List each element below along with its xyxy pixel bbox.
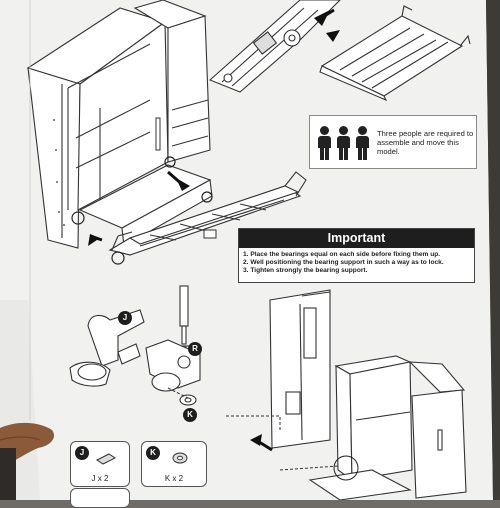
cabinet-drawing: [26, 0, 213, 249]
label-j-badge: J: [118, 311, 132, 325]
part-next-box: [70, 488, 130, 508]
part-k-box: K K x 2: [141, 441, 207, 487]
important-box: Important 1. Place the bearings equal on…: [238, 228, 475, 283]
part-j-box: J J x 2: [70, 441, 130, 487]
important-list: 1. Place the bearings equal on each side…: [239, 251, 474, 276]
folded-bed-drawing: [319, 5, 471, 102]
bearing-assembly-drawing: [69, 285, 201, 406]
label-r-badge: R: [188, 342, 202, 356]
cabinet-closeup-drawing: [269, 289, 467, 501]
important-title: Important: [239, 229, 474, 248]
important-item-3: 3. Tighten strongly the bearing support.: [243, 267, 368, 275]
important-item-2: 2. Well positioning the bearing support …: [243, 259, 444, 267]
part-j-badge: J: [75, 446, 89, 460]
bracket-icon: [96, 453, 116, 465]
callout-line-1: Three people are required to: [377, 128, 474, 138]
nut-icon: [172, 452, 188, 464]
three-people-callout: Three people are required to assemble an…: [309, 115, 477, 169]
part-j-qty: J x 2: [91, 474, 109, 483]
callout-line-2: assemble and move this model.: [377, 137, 459, 156]
label-k-badge: K: [183, 408, 197, 422]
part-k-qty: K x 2: [164, 474, 184, 483]
important-item-1: 1. Place the bearings equal on each side…: [243, 251, 441, 258]
three-people-icon: [316, 124, 371, 160]
bed-frame-drawing: [108, 171, 307, 256]
hinge-closeup-drawing: [208, 0, 341, 93]
part-k-badge: K: [146, 446, 160, 460]
callout-text: Three people are required to assemble an…: [377, 129, 476, 156]
